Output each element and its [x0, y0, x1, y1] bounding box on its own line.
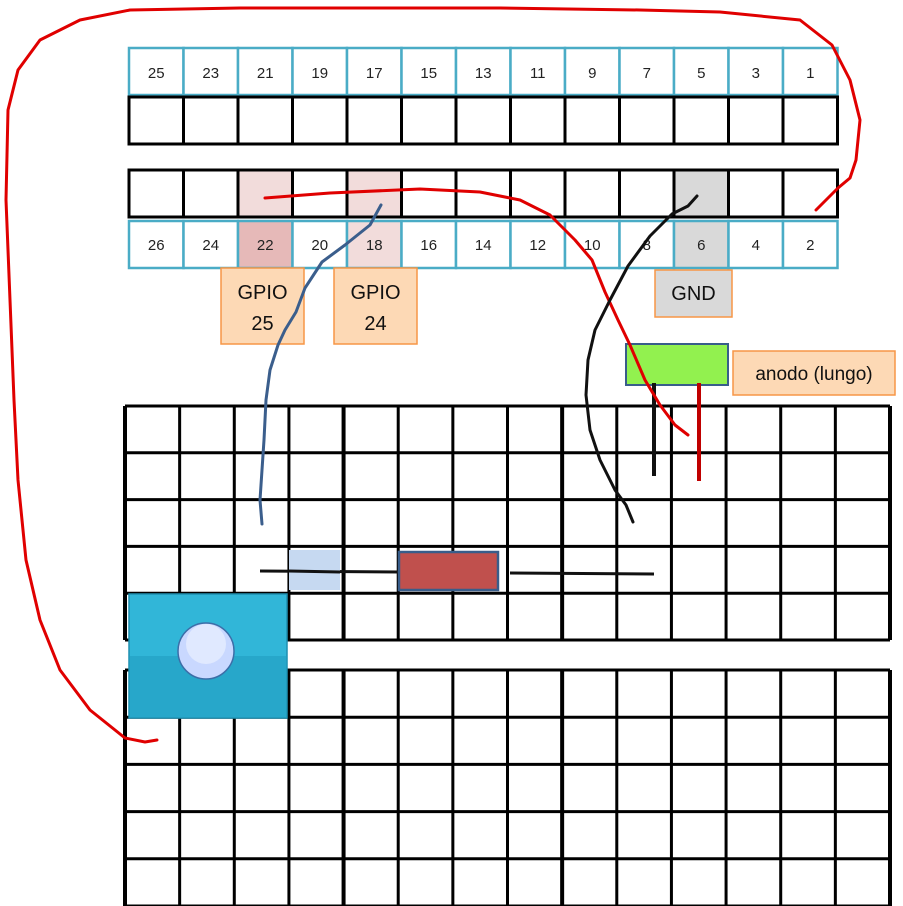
even-pin-socket: [781, 168, 839, 219]
gnd-tag-text: GND: [671, 283, 715, 305]
odd-pin-socket: [563, 95, 621, 146]
odd-pin-number-1: 1: [806, 65, 814, 82]
gnd-tag: GND: [654, 269, 733, 318]
gpio25-tag: GPIO 25: [220, 267, 305, 345]
gnd-tag-box: [654, 269, 733, 318]
odd-pin-cell-3: [727, 46, 785, 97]
gpio24-tag-line2: 24: [364, 313, 386, 335]
odd-pin-number-23: 23: [202, 65, 219, 82]
odd-pin-number-13: 13: [475, 65, 492, 82]
even-pin-cell-24: [182, 219, 240, 270]
even-pin-cell-8: [618, 219, 676, 270]
odd-pin-socket: [454, 95, 512, 146]
even-pin-number-22: 22: [257, 237, 274, 254]
odd-pin-socket: [127, 95, 185, 146]
odd-pin-cell-17: [345, 46, 403, 97]
odd-pin-cell-1: [781, 46, 839, 97]
even-pin-number-16: 16: [420, 237, 437, 254]
odd-pin-socket: [400, 95, 458, 146]
odd-pin-number-11: 11: [530, 65, 546, 82]
even-pin-socket: [400, 168, 458, 219]
odd-pin-socket: [727, 95, 785, 146]
even-pin-number-18: 18: [366, 237, 383, 254]
even-pin-number-26: 26: [148, 237, 165, 254]
even-pin-number-10: 10: [584, 237, 601, 254]
anode-note-text: anodo (lungo): [755, 364, 872, 385]
odd-pin-number-15: 15: [420, 65, 437, 82]
even-pin-number-20: 20: [311, 237, 328, 254]
header-odd-pin-sockets: [127, 95, 839, 146]
breadboard: [123, 404, 892, 906]
header-even-pin-numbers: 26 24 22 20 18 16 14 12 10 8 6 4 2: [127, 219, 839, 270]
red-wire-5v-to-button: [4, 6, 862, 744]
odd-pin-number-5: 5: [697, 65, 705, 82]
odd-pin-cell-11: [509, 46, 567, 97]
anode-note-box: [732, 350, 896, 396]
odd-pin-socket: [672, 95, 730, 146]
even-pin-cell-12: [509, 219, 567, 270]
gpio24-tag: GPIO 24: [333, 267, 418, 345]
odd-pin-number-19: 19: [311, 65, 328, 82]
even-pin-socket: [618, 168, 676, 219]
odd-pin-number-25: 25: [148, 65, 165, 82]
even-pin-socket: [509, 168, 567, 219]
even-pin-number-14: 14: [475, 237, 492, 254]
gpio25-tag-box: [220, 267, 305, 345]
odd-pin-socket: [182, 95, 240, 146]
resistor-lead-right: [509, 571, 655, 576]
gpio25-tag-line2: 25: [251, 313, 273, 335]
even-pin-number-12: 12: [529, 237, 546, 254]
even-pin-number-4: 4: [752, 237, 760, 254]
even-pin-number-24: 24: [202, 237, 219, 254]
even-pin-socket: [236, 168, 294, 219]
red-wire-gpio25-to-led: [263, 187, 690, 437]
even-pin-number-6: 6: [697, 237, 705, 254]
header-even-pin-sockets: [127, 168, 839, 219]
odd-pin-cell-23: [182, 46, 240, 97]
even-pin-cell-22: [236, 219, 294, 270]
odd-pin-number-3: 3: [752, 65, 760, 82]
even-pin-cell-4: [727, 219, 785, 270]
even-pin-cell-26: [127, 219, 185, 270]
odd-pin-socket: [509, 95, 567, 146]
odd-pin-number-17: 17: [366, 65, 383, 82]
black-wire-gnd: [584, 194, 699, 524]
odd-pin-cell-13: [454, 46, 512, 97]
blue-wire-gpio24-to-button: [258, 203, 383, 526]
gpio24-tag-line1: GPIO: [350, 282, 400, 304]
anode-note: anodo (lungo): [732, 350, 896, 396]
odd-pin-number-21: 21: [257, 65, 274, 82]
odd-pin-number-9: 9: [588, 65, 596, 82]
gpio24-tag-box: [333, 267, 418, 345]
odd-pin-cell-25: [127, 46, 185, 97]
header-odd-pin-numbers: 25 23 21 19 17 15 13 11 9 7 5 3 1: [127, 46, 839, 97]
odd-pin-socket: [345, 95, 403, 146]
even-pin-number-2: 2: [806, 237, 814, 254]
odd-pin-cell-21: [236, 46, 294, 97]
gpio25-tag-line1: GPIO: [237, 282, 287, 304]
push-button-cap-highlight: [186, 624, 226, 664]
odd-pin-number-7: 7: [643, 65, 651, 82]
odd-pin-socket: [236, 95, 294, 146]
resistor-lead-left-over: [288, 569, 341, 574]
odd-pin-socket: [781, 95, 839, 146]
odd-pin-socket: [291, 95, 349, 146]
even-pin-socket: [182, 168, 240, 219]
breadboard-bottom-block: [123, 668, 892, 906]
led-body: [625, 343, 729, 386]
resistor-body: [397, 550, 500, 592]
even-pin-number-8: 8: [643, 237, 651, 254]
even-pin-socket: [563, 168, 621, 219]
odd-pin-cell-9: [563, 46, 621, 97]
odd-pin-socket: [618, 95, 676, 146]
even-pin-socket: [727, 168, 785, 219]
even-pin-cell-18: [345, 219, 403, 270]
breadboard-top-block: [123, 404, 892, 642]
even-pin-socket: [127, 168, 185, 219]
push-button: [128, 593, 288, 719]
even-pin-cell-2: [781, 219, 839, 270]
even-pin-socket: [345, 168, 403, 219]
odd-pin-cell-7: [618, 46, 676, 97]
